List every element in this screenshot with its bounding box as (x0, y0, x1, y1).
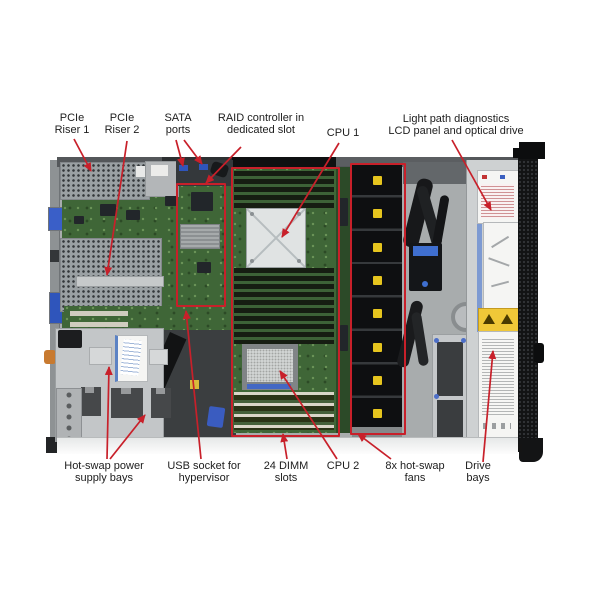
warning-triangle-icon (483, 314, 495, 324)
psu-cage-bracket (56, 388, 82, 442)
raid-annotation-box (176, 183, 226, 307)
psu-cutout-1 (81, 387, 101, 416)
raid-chip (191, 192, 213, 211)
psu-tab (89, 347, 112, 365)
bracket-screw (461, 338, 466, 343)
socket-thumbscrew (422, 281, 428, 287)
service-label-print (482, 337, 514, 417)
bracket-sticker (151, 165, 168, 176)
edge-component (340, 325, 348, 351)
psu-tab (149, 349, 168, 365)
fan-module (373, 276, 382, 285)
psu-cutout-3 (151, 388, 171, 418)
mb-chip (165, 196, 177, 206)
riser-slot-bar (76, 276, 164, 287)
psu-cutout-tab (156, 388, 165, 394)
usb-key (206, 405, 226, 429)
callout-drive-bays: Drive bays (465, 460, 491, 484)
psu-cutout-tab (85, 387, 94, 393)
callout-fans: 8x hot-swap fans (385, 460, 445, 484)
dimm-cpu-annotation-box (231, 167, 340, 437)
lcd-label-red-dot (482, 175, 487, 179)
mb-chip (100, 204, 116, 216)
callout-pcie-riser-2: PCIe Riser 2 (104, 112, 140, 136)
callout-usb-hypervisor: USB socket for hypervisor (167, 460, 241, 484)
fan-module (373, 209, 382, 218)
riser-socket-blue (413, 246, 438, 256)
fan-module (373, 176, 382, 185)
top-rim-right (336, 157, 470, 166)
dimm-bank-2 (234, 268, 334, 344)
service-label-icons (483, 423, 511, 429)
fan-annotation-box (350, 163, 406, 435)
callout-light-path: Light path diagnostics LCD panel and opt… (388, 113, 524, 137)
bracket-screw (434, 338, 439, 343)
callout-raid-controller: RAID controller in dedicated slot (217, 112, 305, 136)
vga-port (48, 207, 63, 231)
backplane-connector (437, 342, 463, 396)
warning-strip (478, 308, 520, 333)
bracket-screw (434, 394, 439, 399)
callout-sata-ports: SATA ports (164, 112, 192, 136)
fan-bay-base (352, 427, 402, 438)
fan-module (373, 343, 382, 352)
psu-label-print (120, 339, 142, 376)
lcd-label-blue-dot (500, 175, 505, 179)
fan-module (373, 243, 382, 252)
backplane-connector (437, 400, 463, 438)
fan-module (373, 376, 382, 385)
pcie-riser-2-cage (60, 238, 162, 312)
sata-port-1 (179, 165, 188, 171)
raid-heatsink (180, 224, 220, 249)
instruction-label (483, 222, 519, 310)
callout-cpu-2: CPU 2 (326, 460, 360, 472)
sata-port-2 (199, 164, 208, 170)
cpu2-socket-latch (247, 384, 291, 389)
callout-dimm-slots: 24 DIMM slots (263, 460, 309, 484)
edge-connector (70, 311, 128, 316)
chassis-bottom-rim (57, 437, 518, 454)
lcd-label-print (481, 184, 514, 218)
callout-pcie-riser-1: PCIe Riser 1 (54, 112, 90, 136)
callout-power-supply: Hot-swap power supply bays (64, 460, 144, 484)
fan-bay (351, 164, 402, 431)
edge-component (339, 198, 348, 226)
warning-triangle-icon (501, 314, 513, 324)
rear-port (50, 250, 59, 262)
psu-cutout-tab (121, 388, 131, 394)
rail-top-tab (519, 142, 545, 159)
raid-chip-2 (197, 262, 211, 273)
mb-chip (74, 216, 84, 224)
cable-stub (44, 350, 56, 364)
mb-chip (126, 210, 140, 220)
fan-module (373, 309, 382, 318)
warning-dot (190, 380, 199, 389)
edge-connector (70, 322, 128, 327)
fan-module (373, 409, 382, 418)
rack-rail (518, 156, 538, 445)
riser-sticker (136, 166, 150, 177)
midplane-corner (403, 162, 466, 184)
callout-cpu-1: CPU 1 (326, 127, 360, 139)
rail-top-tab-step (513, 148, 521, 158)
psu-handle (58, 330, 82, 348)
rail-handle (519, 438, 543, 462)
panel-blue-stripe (477, 224, 482, 332)
rail-latch (534, 343, 544, 363)
